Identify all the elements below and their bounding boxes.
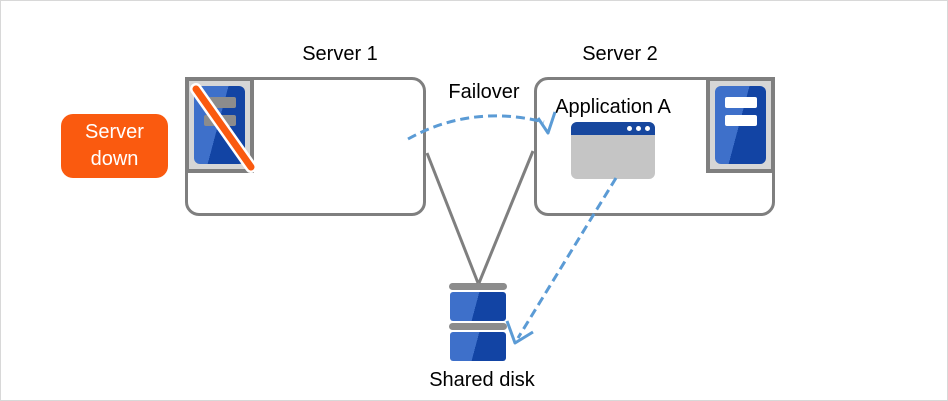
app-window-icon [571,122,655,179]
server-tower-icon [706,77,775,173]
shared-disk-label: Shared disk [429,369,535,391]
server2-tower [715,86,766,164]
tower-slot [204,115,236,126]
server-tower-slashed-icon [185,77,257,173]
server-down-badge: Server down [61,114,168,178]
window-dot-icon [636,126,641,131]
disk-divider [449,323,507,330]
failover-arrow [407,114,545,141]
disk-platter [450,292,506,321]
disk-stack-icon [449,283,507,290]
app-window-titlebar [571,122,655,135]
disk-platter [450,332,506,361]
window-dot-icon [627,126,632,131]
application-label: Application A [555,96,671,118]
tower-slot [725,97,757,108]
window-dot-icon [645,126,650,131]
server1-disk-connector [425,152,480,284]
server1-tower [194,86,245,164]
server2-label: Server 2 [582,43,658,65]
app-to-disk-arrowhead-icon [505,320,534,345]
tower-slot [725,115,757,126]
failover-label: Failover [448,81,520,103]
server2-disk-connector [477,150,535,284]
tower-slot [204,97,236,108]
server1-label: Server 1 [302,43,378,65]
